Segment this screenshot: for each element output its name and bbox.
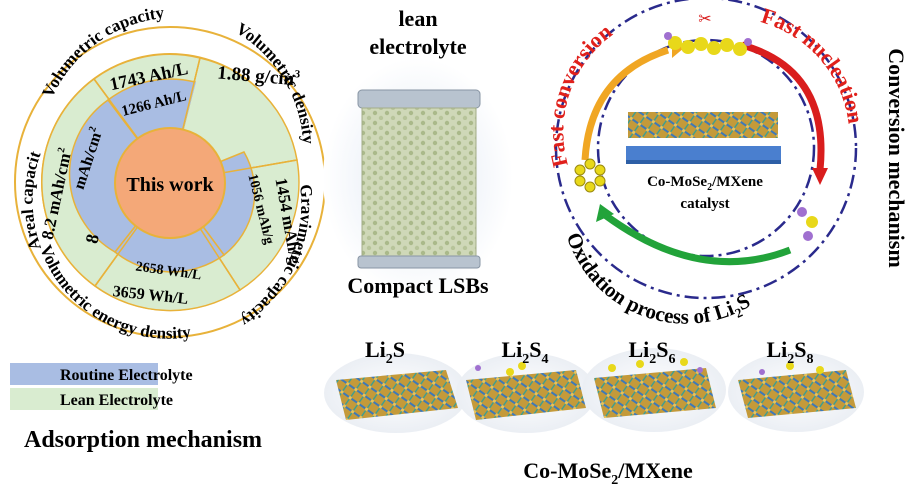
battery-title-line2: electrolyte <box>369 34 467 59</box>
li2s-molecule-icon <box>797 207 818 241</box>
vol-density-lean-value: 1.88 g/cm3 <box>216 61 301 90</box>
cycle-outer-dashed <box>554 0 858 300</box>
polysulfide-chain-icon <box>664 32 752 56</box>
legend-swatch-routine <box>10 363 158 385</box>
arrow-fast-conversion <box>581 46 670 161</box>
performance-wheel: This work 1743 Ah/L 1266 Ah/L 1.88 g/cm3… <box>0 0 326 343</box>
catalyst-structure <box>626 112 781 164</box>
adsorption-li2s: Li2S <box>324 337 468 433</box>
species-label-4: Li2S8 <box>766 337 813 367</box>
legend-label-lean: Lean Electrolyte <box>60 392 173 409</box>
catalyst-label-line2: catalyst <box>680 196 729 212</box>
this-work-center <box>114 127 226 239</box>
adsorption-title: Adsorption mechanism <box>24 427 262 453</box>
species-label-1: Li2S <box>365 337 405 367</box>
species-label-2: Li2S4 <box>501 337 548 367</box>
battery-top-cap <box>357 89 481 109</box>
catalyst-label-line1: Co-MoSe2/MXene <box>647 174 763 193</box>
battery-bottom-cap <box>357 255 481 269</box>
center-label: This work <box>126 174 214 196</box>
conversion-mechanism-title: Conversion mechanism <box>884 48 909 267</box>
battery-caption: Compact LSBs <box>347 273 489 298</box>
arrow-oxidation <box>602 212 792 266</box>
adsorption-li2s4: Li2S4 <box>456 337 596 433</box>
conversion-cycle: ✂ Co-MoSe2/MXene catalyst Fast conversio… <box>543 0 909 329</box>
legend: Routine Electrolyte Lean Electrolyte <box>10 363 193 410</box>
substrate-label: Co-MoSe2/MXene <box>523 458 693 488</box>
adsorption-li2s6: Li2S6 <box>582 337 726 432</box>
scissors-icon: ✂ <box>698 11 711 28</box>
battery-illustration: lean electrolyte Compact LSBs <box>323 6 513 298</box>
adsorption-li2s8: Li2S8 <box>728 337 864 432</box>
cycle-inner-dashed <box>596 38 816 258</box>
species-label-3: Li2S6 <box>628 337 675 367</box>
arrow-fast-nucleation <box>741 41 825 171</box>
legend-label-routine: Routine Electrolyte <box>60 367 193 384</box>
legend-swatch-lean <box>10 388 158 410</box>
sulfur-ring-icon <box>574 158 606 193</box>
adsorption-row: Li2S Li2S4 Li2S6 Li2S8 Co-MoSe2/MXene <box>324 337 864 488</box>
battery-body <box>361 107 477 259</box>
areal-routine-value-a: 8 <box>81 232 102 245</box>
battery-title-line1: lean <box>398 6 437 31</box>
